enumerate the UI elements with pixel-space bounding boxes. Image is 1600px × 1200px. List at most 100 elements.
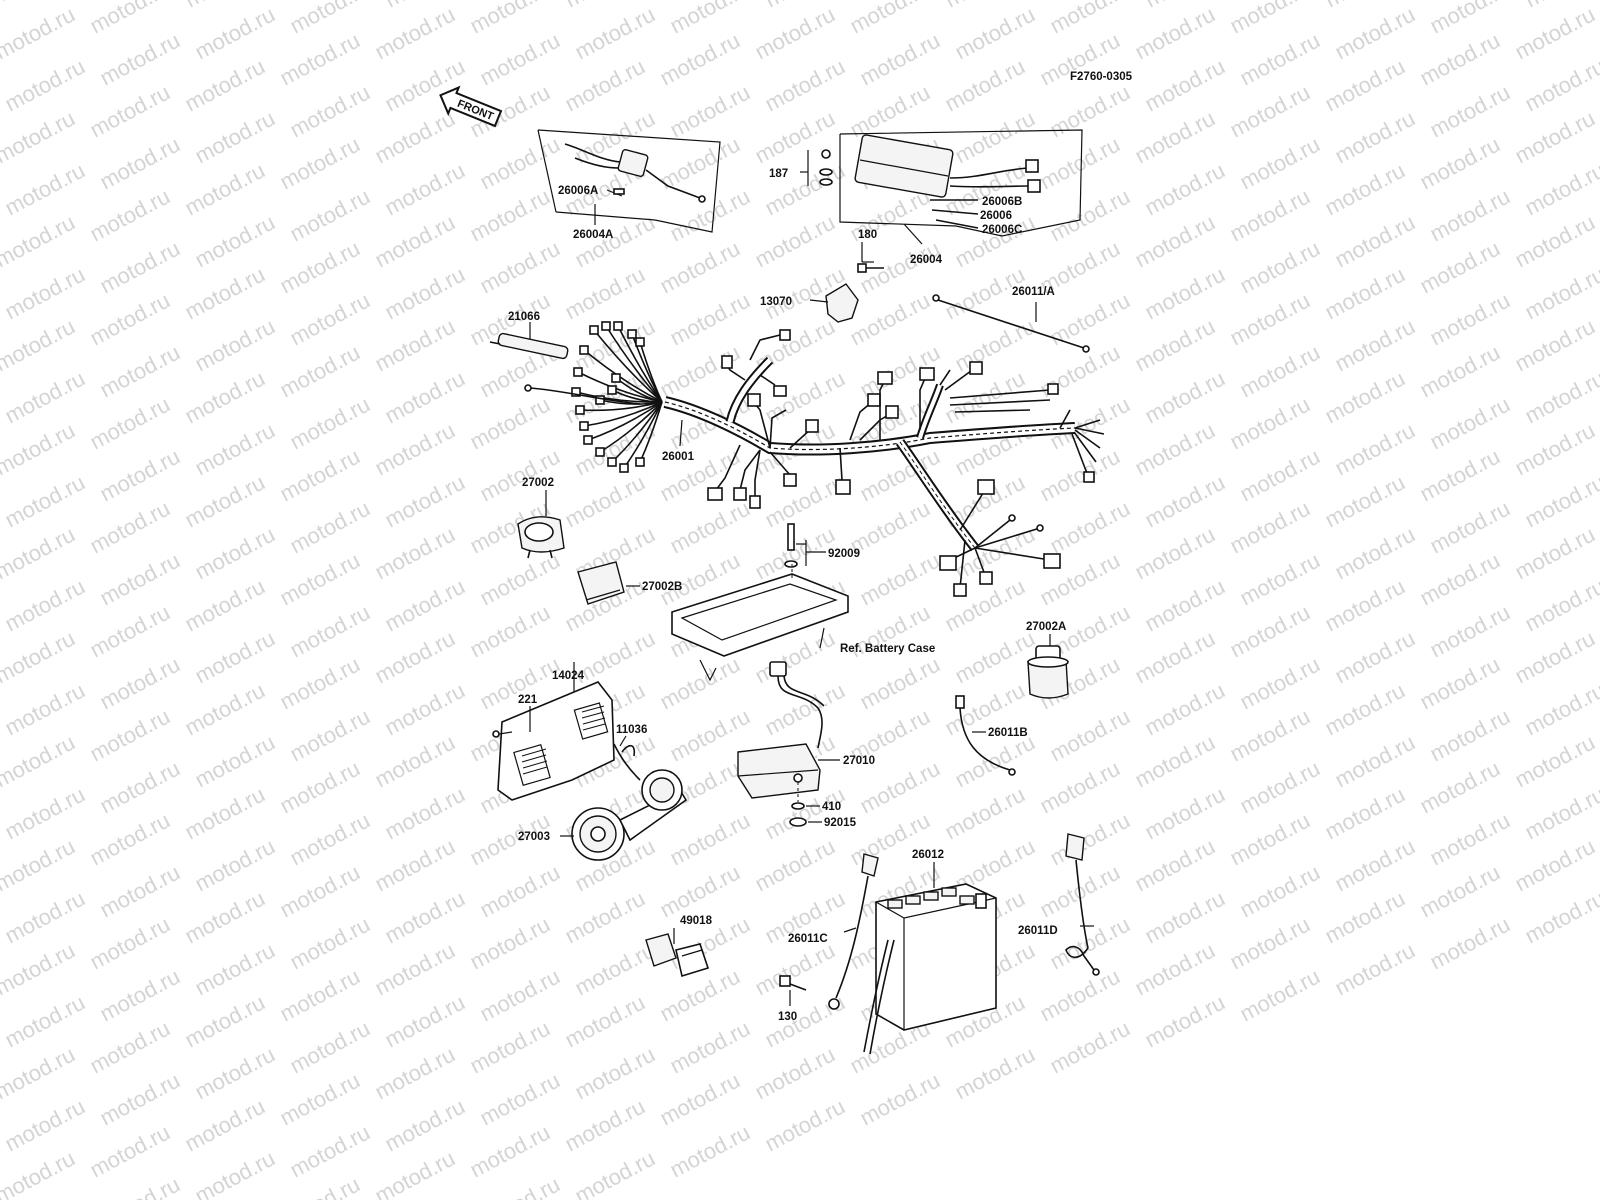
label-49018: 49018 — [680, 915, 713, 927]
watermark-text: motod.ru — [1321, 886, 1409, 949]
watermark-text: motod.ru — [761, 678, 849, 741]
watermark-text: motod.ru — [561, 262, 649, 325]
watermark-text: motod.ru — [476, 1068, 564, 1131]
watermark-text: motod.ru — [1131, 2, 1219, 65]
watermark-text: motod.ru — [371, 418, 459, 481]
watermark-text: motod.ru — [381, 574, 469, 637]
watermark-text: motod.ru — [1426, 912, 1514, 975]
harness-wire — [593, 329, 663, 403]
wire-connector — [595, 395, 605, 405]
watermark-text: motod.ru — [1131, 834, 1219, 897]
cable-26011b — [955, 695, 1016, 776]
wire-terminal — [524, 384, 532, 392]
watermark-text: motod.ru — [941, 782, 1029, 845]
watermark-text: motod.ru — [1321, 470, 1409, 533]
watermark-text: motod.ru — [1331, 106, 1419, 169]
label-21066: 21066 — [508, 311, 540, 323]
watermark-text: motod.ru — [381, 366, 469, 429]
watermark-text: motod.ru — [276, 28, 364, 91]
watermark-text: motod.ru — [656, 236, 744, 299]
watermark-text: motod.ru — [276, 548, 364, 611]
watermark-text: motod.ru — [751, 106, 839, 169]
watermark-text: motod.ru — [951, 106, 1039, 169]
watermark-text: motod.ru — [1141, 0, 1229, 12]
watermark-text: motod.ru — [466, 1120, 554, 1183]
watermark-text: motod.ru — [1331, 834, 1419, 897]
watermark-text: motod.ru — [381, 990, 469, 1053]
watermark-text: motod.ru — [371, 730, 459, 793]
watermark-text: motod.ru — [96, 1068, 184, 1131]
label-410: 410 — [822, 801, 841, 813]
watermark-text: motod.ru — [1141, 678, 1229, 741]
watermark-text: motod.ru — [276, 340, 364, 403]
watermark-text: motod.ru — [1036, 756, 1124, 819]
cable-26011d — [1065, 833, 1100, 976]
watermark-text: motod.ru — [371, 626, 459, 689]
watermark-text: motod.ru — [761, 54, 849, 117]
wire-connector — [613, 321, 623, 331]
wire-connector — [589, 325, 599, 335]
watermark-text: motod.ru — [1226, 80, 1314, 143]
watermark-text: motod.ru — [1511, 834, 1599, 897]
watermark-text: motod.ru — [96, 340, 184, 403]
watermark-text: motod.ru — [666, 1120, 754, 1183]
watermark-text: motod.ru — [1141, 886, 1229, 949]
label-27002: 27002 — [522, 477, 554, 489]
watermark-text: motod.ru — [466, 392, 554, 455]
watermark-text: motod.ru — [86, 392, 174, 455]
watermark-text: motod.ru — [96, 964, 184, 1027]
watermark-text: motod.ru — [951, 626, 1039, 689]
watermark-text: motod.ru — [1416, 756, 1504, 819]
watermark-text: motod.ru — [1226, 808, 1314, 871]
watermark-text: motod.ru — [1, 366, 89, 429]
watermark-text: motod.ru — [1236, 652, 1324, 715]
wire-connector — [595, 447, 605, 457]
watermark-text: motod.ru — [381, 886, 469, 949]
watermark-text: motod.ru — [666, 80, 754, 143]
bolt-180 — [857, 242, 884, 273]
watermark-text: motod.ru — [476, 28, 564, 91]
watermark-text: motod.ru — [1131, 418, 1219, 481]
watermark-text: motod.ru — [1131, 314, 1219, 377]
watermark-text: motod.ru — [1416, 444, 1504, 507]
watermark-text: motod.ru — [856, 548, 944, 611]
watermark-text: motod.ru — [1236, 132, 1324, 195]
watermark-text: motod.ru — [476, 444, 564, 507]
watermark-text: motod.ru — [191, 834, 279, 897]
watermark-text: motod.ru — [1236, 860, 1324, 923]
harness-wire — [599, 401, 663, 453]
label-187: 187 — [769, 168, 788, 180]
watermark-text: motod.ru — [191, 210, 279, 273]
watermark-text: motod.ru — [1, 574, 89, 637]
label-26006b: 26006B — [982, 196, 1022, 208]
harness-wire — [587, 401, 663, 441]
watermark-text: motod.ru — [286, 600, 374, 663]
watermark-text: motod.ru — [276, 444, 364, 507]
label-26004: 26004 — [910, 254, 943, 266]
watermark-text: motod.ru — [1, 54, 89, 117]
watermark-text: motod.ru — [856, 444, 944, 507]
label-180: 180 — [858, 229, 877, 241]
watermark-text: motod.ru — [86, 1016, 174, 1079]
label-26011c: 26011C — [788, 933, 828, 945]
watermark-text: motod.ru — [1521, 262, 1600, 325]
part-labels: 26006A 26004A 187 26006B 26006 26006C 26… — [508, 168, 1066, 1023]
watermark-text: motod.ru — [1131, 522, 1219, 585]
watermark-text: motod.ru — [1331, 314, 1419, 377]
watermark-text: motod.ru — [286, 496, 374, 559]
watermark-text: motod.ru — [1141, 470, 1229, 533]
watermark-text: motod.ru — [1046, 704, 1134, 767]
watermark-text: motod.ru — [561, 470, 649, 533]
wire-connector — [571, 387, 581, 397]
watermark-text: motod.ru — [1, 470, 89, 533]
watermark-text: motod.ru — [381, 470, 469, 533]
watermark-text: motod.ru — [1226, 912, 1314, 975]
watermark-text: motod.ru — [86, 288, 174, 351]
watermark-text: motod.ru — [1331, 210, 1419, 273]
label-92015: 92015 — [824, 817, 857, 829]
watermark-text: motod.ru — [1046, 80, 1134, 143]
inset-26004 — [800, 129, 1083, 245]
label-130: 130 — [778, 1011, 797, 1023]
watermark-text: motod.ru — [86, 184, 174, 247]
watermark-text: motod.ru — [941, 54, 1029, 117]
